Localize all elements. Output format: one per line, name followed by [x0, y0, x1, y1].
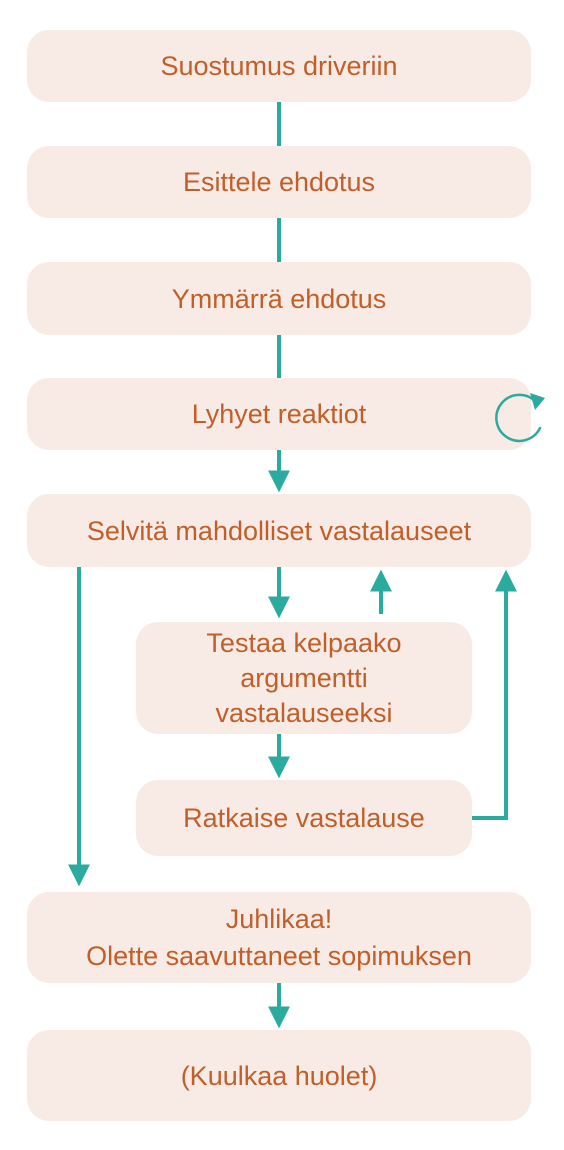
step-resolve-label: Ratkaise vastalause: [183, 803, 425, 833]
step-consent-label: Suostumus driveriin: [160, 51, 398, 81]
step-consent: Suostumus driveriin: [27, 30, 531, 102]
step-present-label: Esittele ehdotus: [182, 167, 376, 197]
step-resolve: Ratkaise vastalause: [136, 780, 472, 856]
refresh-icon: [495, 393, 545, 443]
step-reactions-label: Lyhyet reaktiot: [191, 399, 367, 429]
step-celebrate-line-1: Juhlikaa!: [225, 903, 333, 934]
step-understand: Ymmärrä ehdotus: [27, 262, 531, 335]
arrow-resolve-back-to-objections: [472, 569, 517, 820]
step-celebrate: Juhlikaa! Olette saavuttaneet sopimuksen: [27, 892, 531, 983]
step-celebrate-label: Juhlikaa! Olette saavuttaneet sopimuksen: [86, 901, 472, 975]
step-test-line-2: argumentti: [240, 662, 368, 693]
step-objections: Selvitä mahdolliset vastalauseet: [27, 494, 531, 567]
step-test-label: Testaa kelpaako argumentti vastalauseeks…: [206, 626, 401, 731]
step-test-line-1: Testaa kelpaako: [206, 627, 402, 658]
step-concerns: (Kuulkaa huolet): [27, 1030, 531, 1121]
step-objections-label: Selvitä mahdolliset vastalauseet: [86, 515, 472, 546]
step-reactions: Lyhyet reaktiot: [27, 378, 545, 450]
step-test-line-3: vastalauseeksi: [215, 697, 393, 728]
step-understand-label: Ymmärrä ehdotus: [171, 283, 387, 314]
step-test-argument: Testaa kelpaako argumentti vastalauseeks…: [136, 622, 472, 734]
step-concerns-label: (Kuulkaa huolet): [180, 1060, 378, 1091]
step-present: Esittele ehdotus: [27, 146, 531, 218]
step-celebrate-line-2: Olette saavuttaneet sopimuksen: [86, 940, 472, 971]
